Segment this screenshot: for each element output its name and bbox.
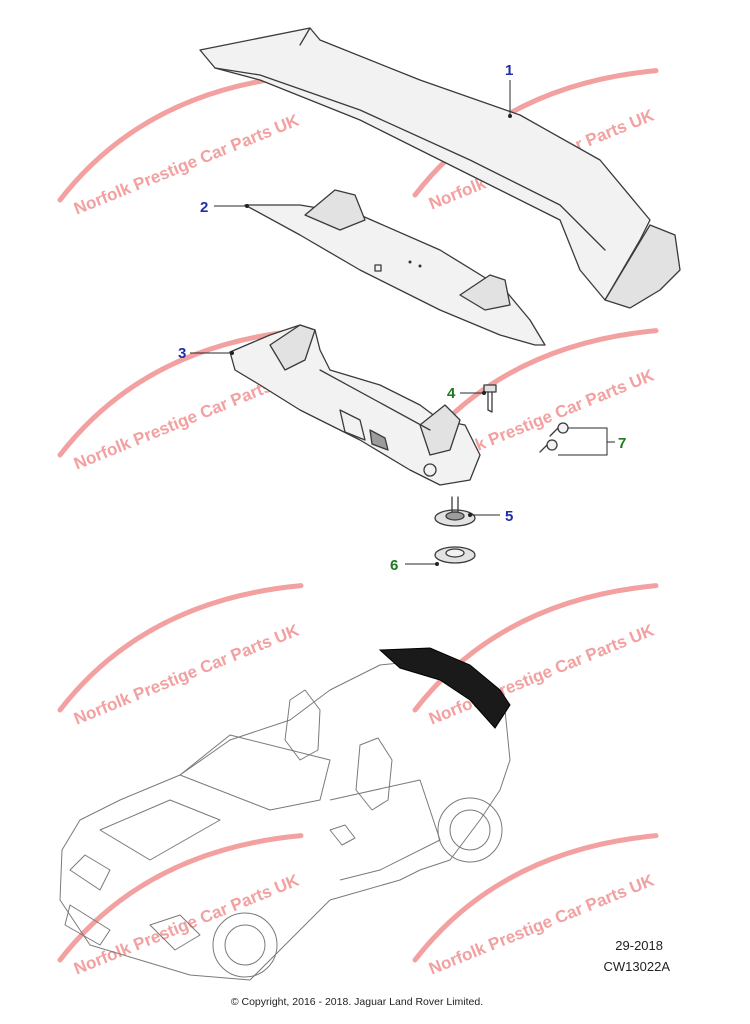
- callout-2[interactable]: 2: [200, 199, 208, 216]
- callout-6[interactable]: 6: [390, 557, 398, 574]
- callout-4[interactable]: 4: [447, 385, 456, 402]
- callout-1[interactable]: 1: [505, 62, 513, 79]
- car-location-illustration: [59, 647, 511, 981]
- watermark-text: Norfolk Prestige Car Parts UK: [71, 110, 302, 218]
- diagram-code: CW13022A: [604, 959, 671, 974]
- callout-3[interactable]: 3: [178, 345, 186, 362]
- callout-7[interactable]: 7: [618, 435, 626, 452]
- leader-lines: [190, 80, 615, 566]
- date-code: 29-2018: [615, 938, 663, 953]
- part-5-grommet[interactable]: [434, 496, 476, 527]
- part-6-seal[interactable]: [434, 546, 476, 564]
- part-1-spoiler-wing[interactable]: [199, 27, 681, 309]
- callouts: 1 2 3 4 5 6 7: [178, 62, 626, 574]
- part-4-bolt[interactable]: [483, 384, 497, 413]
- part-3-mounting-bracket[interactable]: [229, 324, 481, 486]
- reference-codes: 29-2018 CW13022A: [604, 938, 671, 974]
- watermark-text: Norfolk Prestige Car Parts UK: [71, 620, 302, 728]
- part-2-spoiler-base[interactable]: [244, 189, 546, 346]
- copyright-notice: © Copyright, 2016 - 2018. Jaguar Land Ro…: [231, 996, 483, 1008]
- part-7-clips[interactable]: [539, 422, 569, 453]
- callout-5[interactable]: 5: [505, 508, 513, 525]
- highlighted-spoiler: [378, 647, 511, 729]
